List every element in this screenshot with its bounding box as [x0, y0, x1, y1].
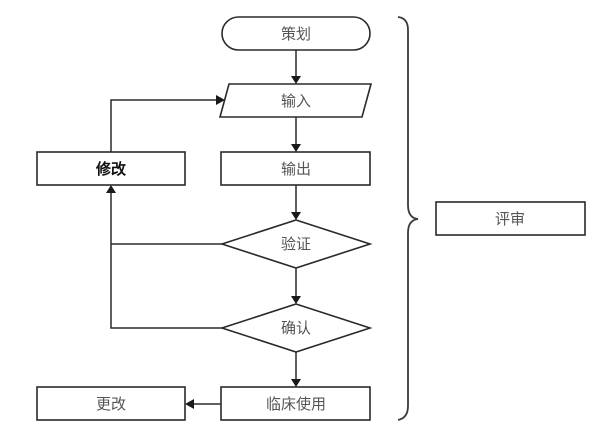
process-shape — [435, 201, 586, 236]
node-label: 确认 — [281, 319, 311, 337]
node-label: 临床使用 — [266, 395, 326, 413]
arrowhead-modify — [106, 185, 116, 193]
process-shape — [36, 386, 186, 421]
arrowhead-clinical-use — [291, 379, 301, 387]
node-label: 更改 — [96, 395, 126, 413]
node-clinical-use[interactable]: 临床使用 — [220, 386, 371, 421]
node-label: 策划 — [281, 25, 311, 43]
node-label: 输入 — [281, 92, 311, 110]
process-shape — [220, 151, 371, 186]
edge-validation-to-modify — [110, 192, 222, 329]
process-shape — [220, 386, 371, 421]
node-validation[interactable]: 确认 — [219, 303, 373, 353]
node-output[interactable]: 输出 — [220, 151, 371, 186]
process-shape — [36, 151, 186, 186]
arrowhead-verification — [291, 212, 301, 220]
node-input[interactable]: 输入 — [218, 83, 373, 118]
node-label: 验证 — [281, 235, 311, 253]
node-label: 输出 — [281, 160, 311, 178]
node-review[interactable]: 评审 — [435, 201, 586, 236]
node-label: 评审 — [495, 210, 525, 228]
arrowhead-validation — [291, 296, 301, 304]
arrowhead-change — [185, 399, 194, 409]
parallelogram-shape — [218, 83, 373, 118]
node-label: 修改 — [95, 160, 127, 178]
connectors — [106, 50, 301, 409]
node-change[interactable]: 更改 — [36, 386, 186, 421]
node-modify[interactable]: 修改 — [36, 151, 186, 186]
node-verification[interactable]: 验证 — [219, 219, 373, 269]
arrowhead-input-feedback — [216, 95, 225, 105]
terminal-shape — [221, 16, 371, 51]
node-planning[interactable]: 策划 — [221, 16, 371, 51]
decision-shape — [219, 303, 373, 353]
decision-shape — [219, 219, 373, 269]
edge-modify-to-input — [110, 99, 217, 152]
arrowhead-input — [291, 76, 301, 84]
curly-brace — [397, 16, 419, 421]
arrowhead-output — [291, 144, 301, 152]
